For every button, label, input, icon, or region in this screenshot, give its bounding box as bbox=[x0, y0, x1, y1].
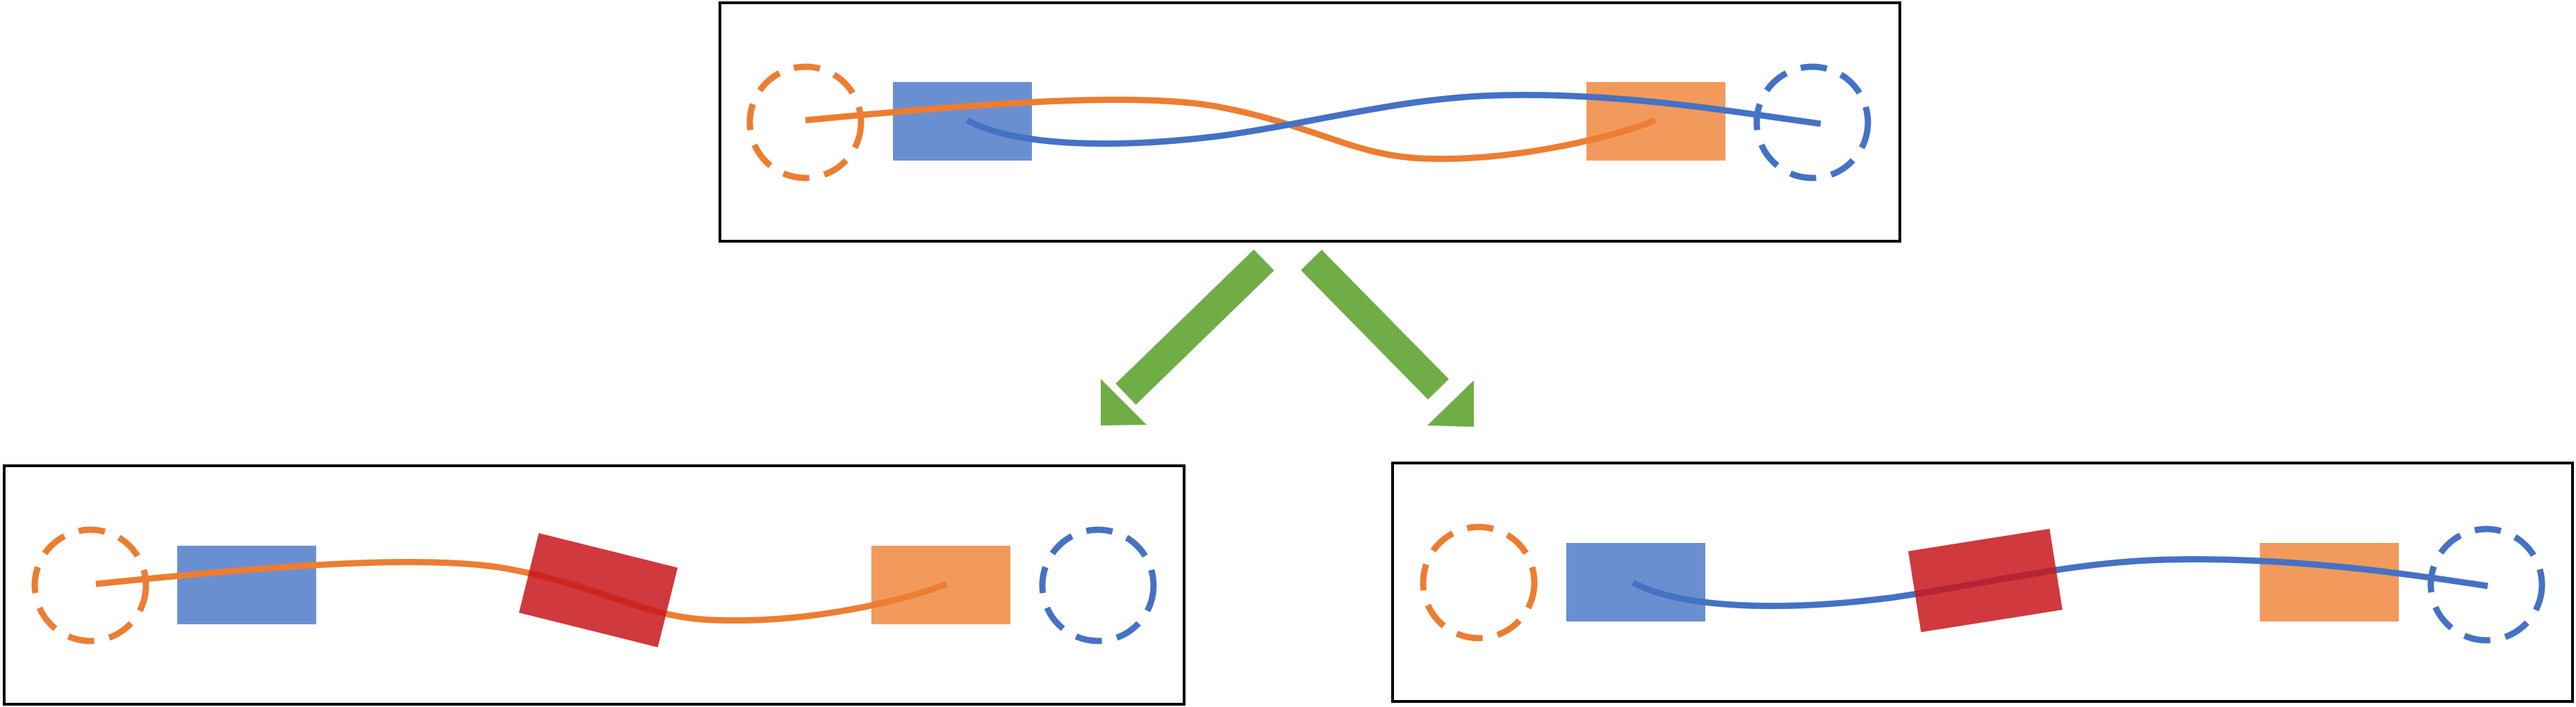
orange-path bbox=[805, 96, 1657, 162]
top-panel bbox=[719, 1, 1901, 243]
blue-dashed-circle bbox=[2427, 526, 2545, 644]
blue-dashed-circle bbox=[1039, 526, 1157, 644]
orange-dashed-circle bbox=[1420, 523, 1538, 642]
bottom-left-panel-frame bbox=[3, 464, 1186, 706]
red-obstacle bbox=[518, 533, 678, 648]
orange-dashed-circle bbox=[746, 63, 864, 181]
blue-rect bbox=[893, 82, 1032, 161]
orange-rect bbox=[2260, 543, 2399, 621]
top-panel-frame bbox=[719, 1, 1901, 243]
branch-arrows bbox=[1101, 249, 1474, 427]
blue-dashed-circle bbox=[1753, 63, 1871, 181]
arrow-left-icon bbox=[1101, 249, 1274, 425]
bottom-left-panel bbox=[3, 464, 1186, 706]
blue-path bbox=[965, 92, 1821, 147]
bottom-right-panel-frame bbox=[1391, 462, 2574, 703]
orange-rect bbox=[1586, 82, 1725, 161]
bottom-right-panel bbox=[1391, 462, 2574, 703]
red-obstacle bbox=[1908, 528, 2062, 633]
arrow-right-icon bbox=[1301, 250, 1474, 427]
blue-rect bbox=[177, 546, 316, 624]
orange-dashed-circle bbox=[31, 526, 149, 644]
